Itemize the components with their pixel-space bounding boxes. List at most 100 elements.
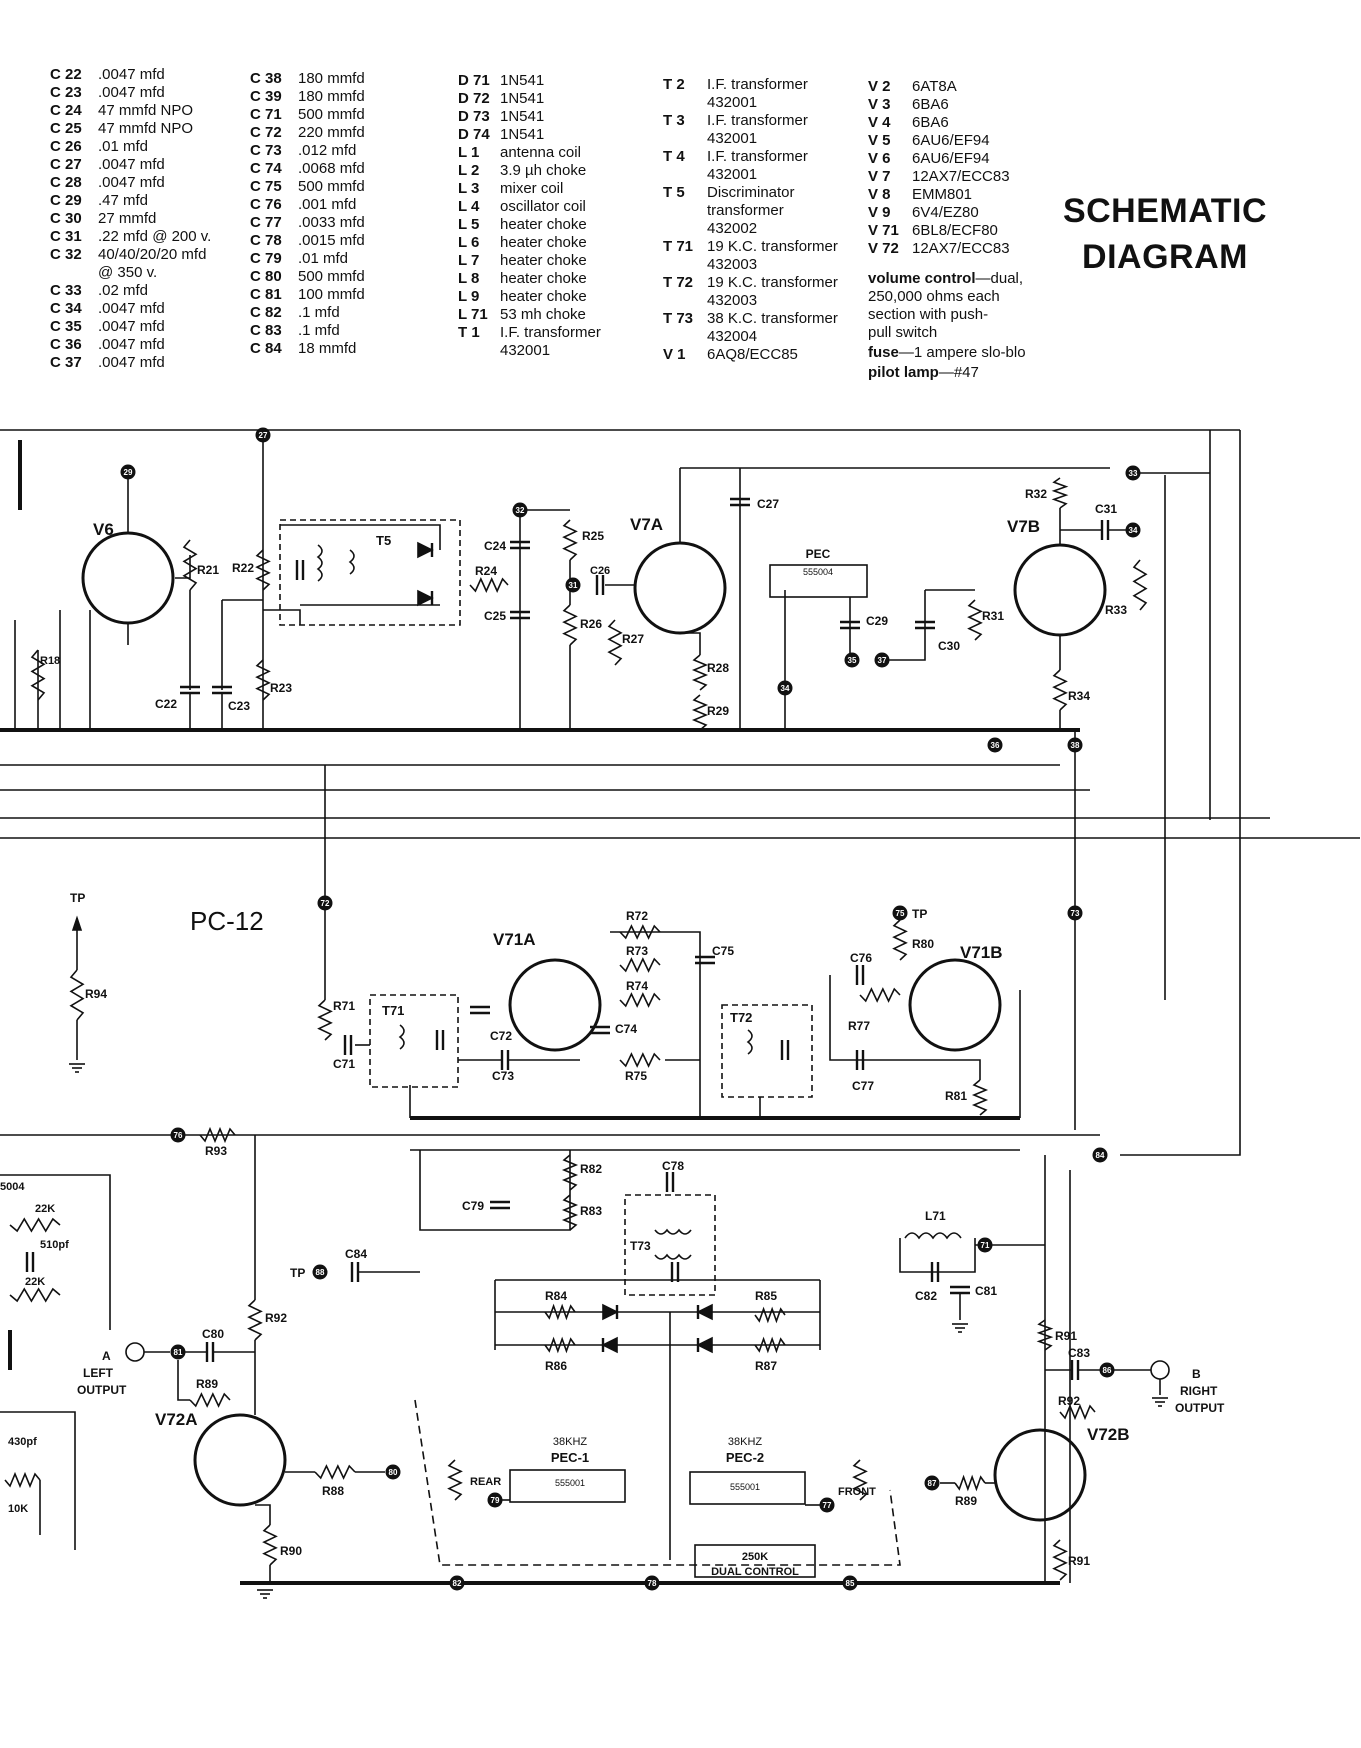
part-designator: L 8 xyxy=(458,270,480,287)
resistor-label: R18 xyxy=(40,655,60,667)
front-label: FRONT xyxy=(838,1486,876,1498)
part-value: 6BL8/ECF80 xyxy=(912,222,998,239)
node-marker xyxy=(565,577,581,593)
part-designator: T 72 xyxy=(663,274,694,291)
part-designator: C 35 xyxy=(50,318,82,335)
node-label: 34 xyxy=(781,684,790,693)
pec-handwritten: 38KHZ xyxy=(553,1436,588,1448)
resistor-label: R80 xyxy=(912,937,934,951)
part-designator: V 6 xyxy=(868,150,891,167)
parts-list-row: C 23.0047 mfd xyxy=(50,84,211,102)
transformer-coil xyxy=(654,1228,692,1235)
tube-V6 xyxy=(81,531,175,625)
part-value: 6AU6/EF94 xyxy=(912,150,990,167)
part-value: .0068 mfd xyxy=(298,160,365,177)
part-value: EMM801 xyxy=(912,186,973,203)
part-value: oscillator coil xyxy=(500,198,586,215)
dual-control-link xyxy=(414,1399,901,1566)
part-designator: L 71 xyxy=(458,306,488,323)
capacitor-label: C78 xyxy=(662,1159,684,1173)
pec-block xyxy=(769,564,868,598)
resistor-label: R83 xyxy=(580,1204,602,1218)
part-value: mixer coil xyxy=(500,180,564,197)
resistor-label: R32 xyxy=(1025,487,1047,501)
transformer-coil xyxy=(398,1024,405,1050)
node-label: 82 xyxy=(453,1579,462,1588)
resistor-R82 xyxy=(754,1306,786,1324)
part-designator: L 3 xyxy=(458,180,480,197)
part-value: 38 K.C. transformer 432004 xyxy=(707,310,838,345)
capacitor-label: C76 xyxy=(850,951,872,965)
pec-label: PEC-1 xyxy=(551,1450,589,1465)
title-line-2: DIAGRAM xyxy=(1082,238,1248,276)
parts-list-row: C 73.012 mfd xyxy=(250,142,365,160)
part-value: .0047 mfd xyxy=(98,174,165,191)
part-value: I.F. transformer 432001 xyxy=(707,76,808,111)
part-designator: C 36 xyxy=(50,336,82,353)
resistor-R77 xyxy=(892,919,908,961)
rear-label: REAR xyxy=(470,1476,501,1488)
part-designator: C 34 xyxy=(50,300,82,317)
resistor-R84 xyxy=(754,1336,786,1354)
part-designator: L 7 xyxy=(458,252,480,269)
resistor-R86 xyxy=(954,1474,986,1492)
resistor-R87 xyxy=(262,1524,278,1566)
parts-list-row: C 82.1 mfd xyxy=(250,304,365,322)
part-designator: L 9 xyxy=(458,288,480,305)
part-designator: C 79 xyxy=(250,250,282,267)
page-title: SCHEMATIC DIAGRAM xyxy=(1045,188,1285,280)
node-marker xyxy=(1067,737,1083,753)
parts-list-row: C 83.1 mfd xyxy=(250,322,365,340)
part-designator: C 23 xyxy=(50,84,82,101)
part-value: .012 mfd xyxy=(298,142,357,159)
part-designator: V 9 xyxy=(868,204,891,221)
resistor-label: R92 xyxy=(265,1311,287,1325)
part-value: I.F. transformer 432001 xyxy=(707,148,808,183)
resistor-label: R31 xyxy=(982,609,1004,623)
part-value: 53 mh choke xyxy=(500,306,586,323)
part-value: 6V4/EZ80 xyxy=(912,204,979,221)
resistor-R80 xyxy=(561,1194,579,1231)
resistor-label: R74 xyxy=(626,979,648,993)
output-jack-left xyxy=(125,1342,145,1362)
fuse-note: fuse—1 ampere slo-blo xyxy=(868,344,1068,362)
part-value: 1N541 xyxy=(500,72,545,89)
part-value: .1 mfd xyxy=(298,322,340,339)
node-marker xyxy=(449,1575,465,1591)
resistor-R24 xyxy=(469,577,509,593)
part-designator: L 5 xyxy=(458,216,480,233)
resistor-R94 xyxy=(69,969,85,1021)
node-label: 88 xyxy=(316,1268,325,1277)
part-designator: C 32 xyxy=(50,246,82,263)
resistor-label: R91 xyxy=(1068,1554,1090,1568)
part-value: 180 mmfd xyxy=(298,70,365,87)
pec-code: 555004 xyxy=(803,567,833,577)
volume-note: volume control—dual, 250,000 ohms each s… xyxy=(868,270,1068,342)
output-label: A xyxy=(102,1349,111,1363)
node-label: 78 xyxy=(648,1579,657,1588)
resistor-R93 xyxy=(199,1126,236,1144)
part-value: 1N541 xyxy=(500,90,545,107)
resistor-label: R27 xyxy=(622,632,644,646)
wire xyxy=(419,1150,571,1231)
tube-label: V6 xyxy=(93,520,114,539)
part-designator: C 76 xyxy=(250,196,282,213)
resistor-R76 xyxy=(859,987,901,1003)
node-marker xyxy=(385,1464,401,1480)
node-label: 72 xyxy=(321,899,330,908)
resistor-label: R81 xyxy=(945,1089,967,1103)
tp-label: TP xyxy=(70,891,85,905)
wire xyxy=(882,590,926,661)
